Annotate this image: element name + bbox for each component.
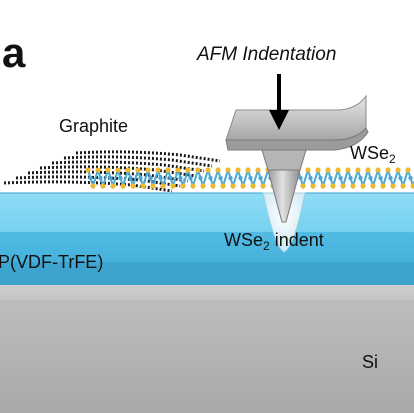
wse2-label-subscript: 2 xyxy=(389,152,396,166)
graphite-stack xyxy=(3,150,221,193)
afm-indentation-label: AFM Indentation xyxy=(197,44,337,65)
wse2-label-text: WSe xyxy=(350,143,390,163)
indent-label-text: WSe xyxy=(224,230,264,250)
indent-label-suffix: indent xyxy=(269,230,324,250)
indent-label-subscript: 2 xyxy=(263,239,270,253)
wse2-label: WSe2 xyxy=(350,143,396,166)
wse2-indent-label: WSe2 indent xyxy=(224,230,324,253)
indentation-arrow xyxy=(269,74,289,130)
graphite-label: Graphite xyxy=(59,116,129,136)
panel-label: a xyxy=(2,29,26,76)
si-label: Si xyxy=(362,352,379,372)
pvdf-film xyxy=(0,192,414,285)
pvdf-label: P(VDF-TrFE) xyxy=(0,252,104,272)
afm-tip xyxy=(225,94,369,223)
wse2-monolayer xyxy=(85,167,414,190)
